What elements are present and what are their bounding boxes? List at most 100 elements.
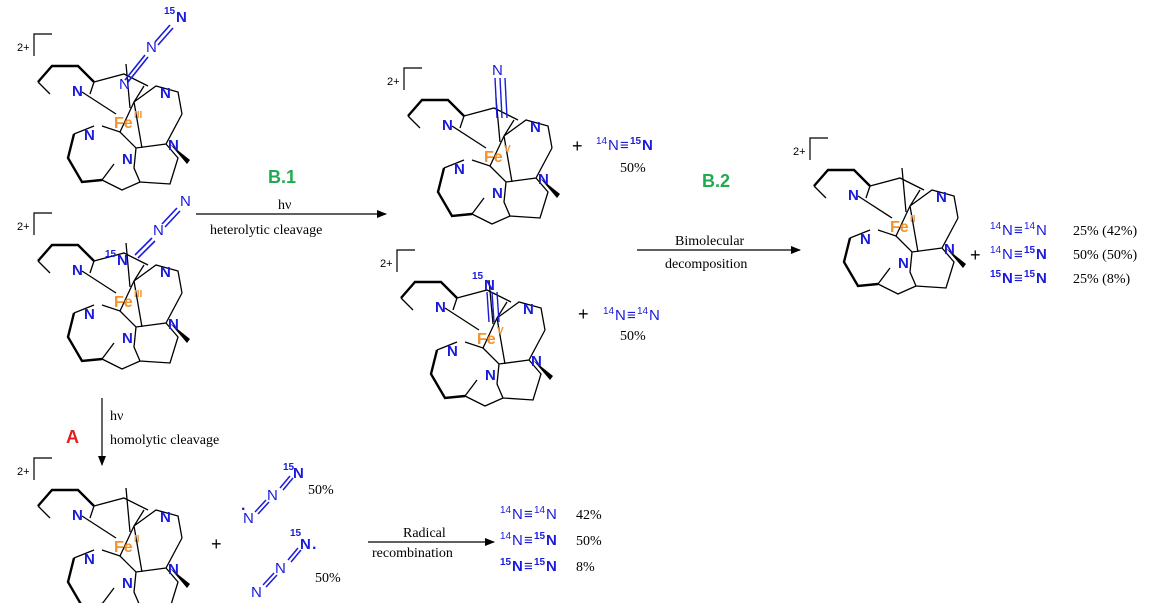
- azide-n1-b: N: [117, 252, 128, 269]
- radical2-n1: N: [251, 584, 262, 601]
- nitrido-iso-bottom: 15: [472, 271, 484, 282]
- nitrogen-right: N: [546, 506, 557, 523]
- iron-atom: Fe: [114, 115, 133, 132]
- ring-nitrogen: N: [84, 127, 95, 144]
- ring-nitrogen: N: [530, 119, 541, 136]
- yield-value: 50%: [620, 329, 646, 344]
- yield-value: 25% (42%): [1073, 224, 1137, 239]
- charge-label: 2+: [793, 146, 806, 158]
- path-a-label: A: [66, 427, 79, 447]
- isotope-left: 14: [990, 245, 1002, 256]
- isotope-left: 14: [500, 505, 512, 516]
- triple-bond: ≡: [1014, 222, 1023, 239]
- ring-nitrogen: N: [122, 575, 133, 592]
- homolytic-label: homolytic cleavage: [110, 433, 219, 448]
- plus-sign: +: [572, 136, 583, 156]
- plus-sign: +: [578, 304, 589, 324]
- nitrido-ligand-bottom: 15 N: [472, 271, 500, 323]
- bimolecular-label-1: Bimolecular: [675, 234, 745, 249]
- iron-atom: Fe: [114, 539, 133, 556]
- azide-radical-1: N · N 15 N 50%: [241, 462, 334, 527]
- nitrido-n-top: N: [492, 62, 503, 79]
- plus-sign: +: [970, 245, 981, 265]
- yield-value: 50%: [620, 161, 646, 176]
- azide-iso-b: 15: [105, 249, 117, 260]
- iron-oxidation-state: II: [134, 534, 140, 545]
- nitrogen-right: N: [1036, 270, 1047, 287]
- radical1-dot: ·: [241, 501, 246, 518]
- iron-atom: Fe: [890, 219, 909, 236]
- isotope-right: 14: [1024, 221, 1036, 232]
- isotope-right: 15: [534, 531, 546, 542]
- yield-value: 50% (50%): [1073, 248, 1137, 263]
- isotope-left: 15: [990, 269, 1002, 280]
- iron-oxidation-state: III: [134, 289, 143, 300]
- ring-nitrogen: N: [936, 189, 947, 206]
- iron-atom: Fe: [484, 149, 503, 166]
- path-b2-label: B.2: [702, 171, 730, 191]
- iron-atom: Fe: [477, 331, 496, 348]
- charge-label: 2+: [17, 466, 30, 478]
- bimolecular-label-2: decomposition: [665, 257, 747, 272]
- nitrogen-left: N: [1002, 246, 1013, 263]
- iron-oxidation-state: V: [497, 326, 504, 337]
- nitrogen-left: N: [512, 532, 523, 549]
- charge-label: 2+: [380, 258, 393, 270]
- azide-radical-2: N N 15 N · 50%: [251, 528, 341, 601]
- triple-bond: ≡: [627, 307, 636, 324]
- ring-nitrogen: N: [485, 367, 496, 384]
- azide-n2-b: N: [153, 222, 164, 239]
- azide-iso: 15: [164, 6, 176, 17]
- charge-label: 2+: [17, 221, 30, 233]
- radical1-n3: N: [293, 465, 304, 482]
- ring-nitrogen: N: [168, 561, 179, 578]
- isotope-right: 15: [630, 136, 642, 147]
- isotope-right: 15: [1024, 269, 1036, 280]
- nitrogen-right: N: [1036, 246, 1047, 263]
- radical2-yield: 50%: [315, 571, 341, 586]
- ring-nitrogen: N: [160, 509, 171, 526]
- azide-ligand-coordinated-15: 15 N N N: [105, 193, 191, 269]
- ring-nitrogen: N: [442, 117, 453, 134]
- isotope-right: 15: [534, 557, 546, 568]
- ring-nitrogen: N: [860, 231, 871, 248]
- nitrogen-right: N: [546, 558, 557, 575]
- nitrogen-left: N: [615, 307, 626, 324]
- ring-nitrogen: N: [454, 161, 465, 178]
- nitrido-n-bottom: N: [484, 277, 495, 294]
- ring-nitrogen: N: [898, 255, 909, 272]
- nitrogen-left: N: [608, 137, 619, 154]
- ring-nitrogen: N: [523, 301, 534, 318]
- triple-bond: ≡: [1014, 246, 1023, 263]
- azide-n2: N: [146, 39, 157, 56]
- ring-nitrogen: N: [492, 185, 503, 202]
- charge-label: 2+: [387, 76, 400, 88]
- ring-nitrogen: N: [538, 171, 549, 188]
- azide-n1: N: [119, 76, 130, 93]
- radical2-n3: N: [300, 536, 311, 553]
- azide-n3-b: N: [180, 193, 191, 210]
- triple-bond: ≡: [524, 532, 533, 549]
- triple-bond: ≡: [524, 506, 533, 523]
- azide-ligand-terminal-15: N N 15 N: [119, 6, 187, 93]
- ring-nitrogen: N: [122, 330, 133, 347]
- ring-nitrogen: N: [72, 83, 83, 100]
- radical2-n2: N: [275, 560, 286, 577]
- iron-oxidation-state: V: [504, 144, 511, 155]
- ring-nitrogen: N: [168, 137, 179, 154]
- ring-nitrogen: N: [84, 551, 95, 568]
- charge-label: 2+: [17, 42, 30, 54]
- radical2-dot: ·: [312, 540, 317, 557]
- radical-label-1: Radical: [403, 526, 446, 541]
